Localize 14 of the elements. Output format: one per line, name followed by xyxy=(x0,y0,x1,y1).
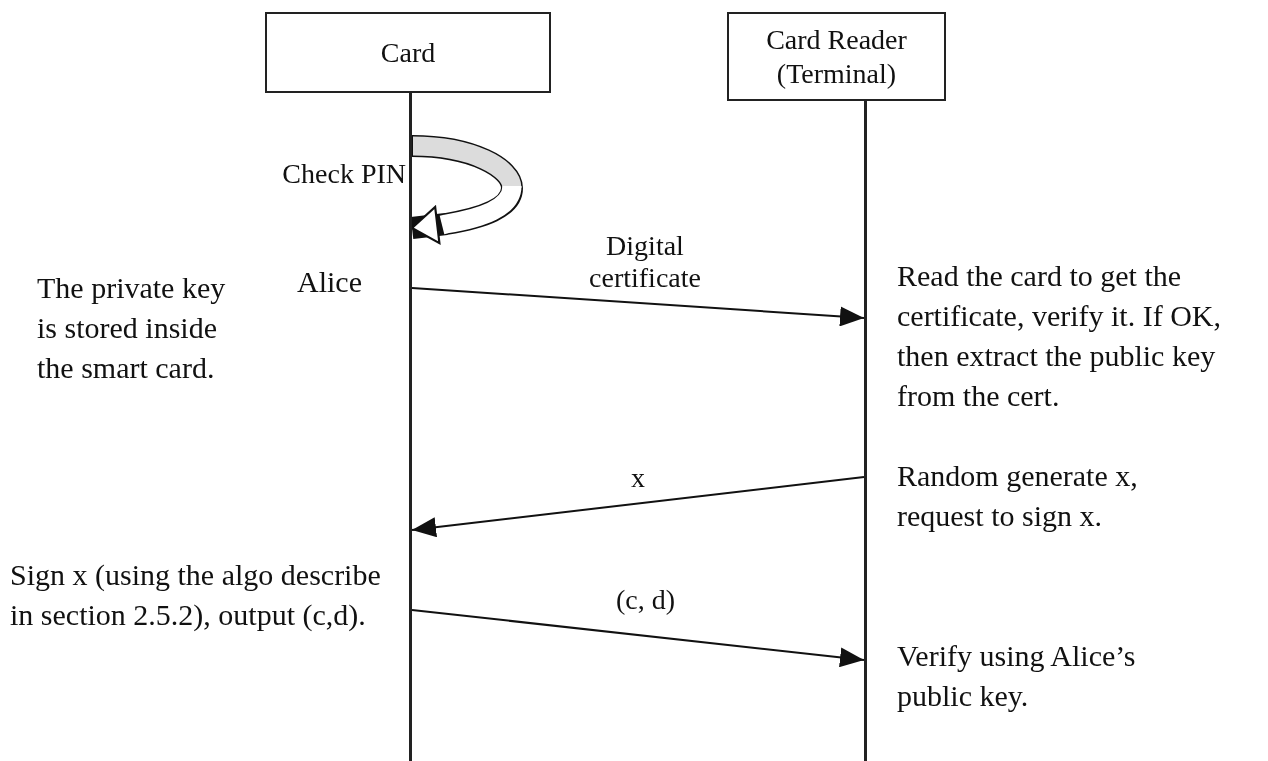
participant-name: Alice xyxy=(297,264,363,300)
message-arrow xyxy=(411,609,865,668)
note-text: Read the card to get the certificate, verify it. If OK, then extract the public key from the cert. xyxy=(897,258,1222,414)
note-text: The private key is stored inside the smart card. xyxy=(37,270,227,386)
process-box: Card xyxy=(265,12,551,93)
message-arrow xyxy=(411,476,865,538)
message-arrow xyxy=(411,287,865,327)
lifeline xyxy=(409,93,412,761)
note-text: Sign x (using the algo describe in section 2.5.2), output (c,d). xyxy=(10,557,382,633)
note-text: Verify using Alice’s public key. xyxy=(897,638,1137,714)
note-text: Random generate x, request to sign x. xyxy=(897,458,1139,534)
lifeline xyxy=(864,101,867,761)
process-box: Card Reader (Terminal) xyxy=(727,12,946,101)
self-loop-arrow xyxy=(410,135,523,245)
